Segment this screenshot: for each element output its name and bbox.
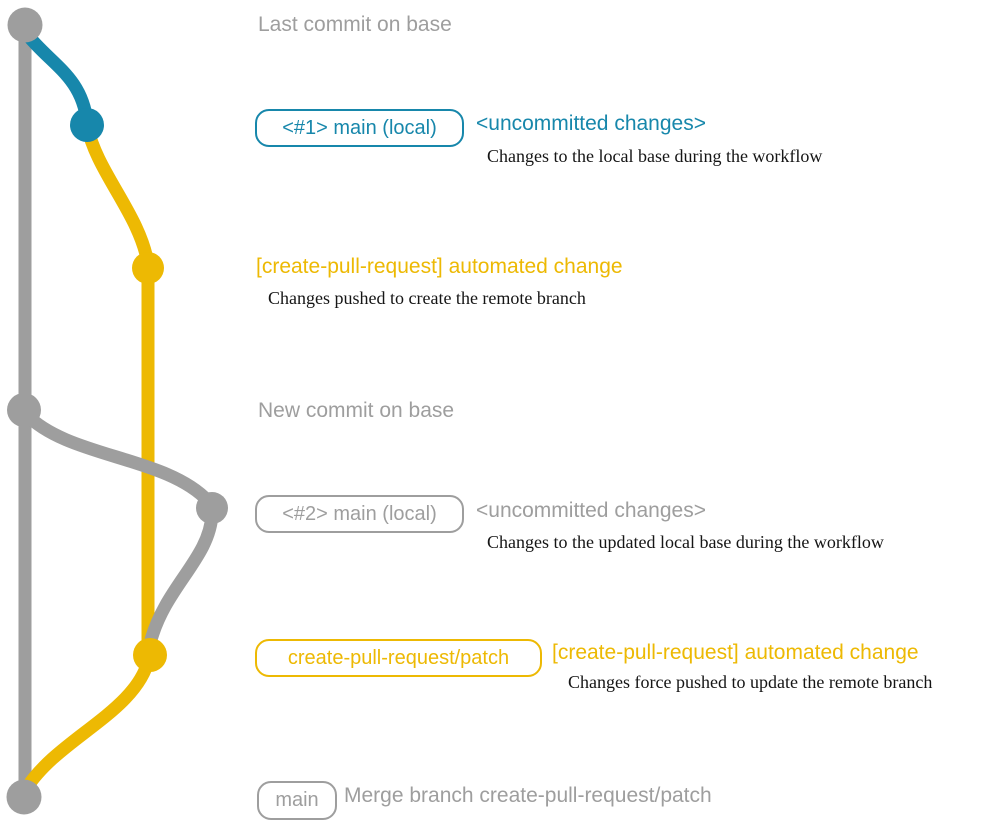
caption-local-base-changes: Changes to the local base during the wor… xyxy=(487,146,823,166)
base-update-curve-out xyxy=(19,407,215,508)
commit-node-local-1 xyxy=(70,108,104,142)
heading-uncommitted-changes-2: <uncommitted changes> xyxy=(476,499,706,522)
heading-uncommitted-changes-1: <uncommitted changes> xyxy=(476,112,706,135)
label-merge-branch: Merge branch create-pull-request/patch xyxy=(344,784,712,807)
commit-node-last-base xyxy=(7,7,43,43)
badge-main-label: main xyxy=(275,789,319,811)
commit-node-merge xyxy=(6,779,42,815)
badge-patch-branch-label: create-pull-request/patch xyxy=(287,646,510,669)
local-main-branch-curve xyxy=(19,26,94,129)
caption-force-pushed-update-branch: Changes force pushed to update the remot… xyxy=(568,672,933,692)
commit-graph xyxy=(6,7,228,815)
caption-pushed-create-branch: Changes pushed to create the remote bran… xyxy=(268,288,586,308)
badge-main-local-2: <#2> main (local) xyxy=(255,495,464,533)
badge-main-local-2-label: <#2> main (local) xyxy=(282,502,437,525)
commit-node-new-base xyxy=(7,393,41,427)
badge-patch-branch: create-pull-request/patch xyxy=(255,639,542,677)
badge-main-local-1-label: <#1> main (local) xyxy=(282,116,437,139)
commit-node-force-push xyxy=(133,638,167,672)
label-last-commit-on-base: Last commit on base xyxy=(258,13,452,36)
commit-node-local-2 xyxy=(196,492,228,524)
badge-main: main xyxy=(257,781,337,820)
heading-automated-change-2: [create-pull-request] automated change xyxy=(552,641,919,664)
base-update-curve-in xyxy=(144,507,219,647)
patch-branch-curve-top xyxy=(80,118,155,271)
heading-automated-change-1: [create-pull-request] automated change xyxy=(256,255,623,278)
caption-updated-local-base-changes: Changes to the updated local base during… xyxy=(487,532,884,552)
badge-main-local-1: <#1> main (local) xyxy=(255,109,464,147)
label-new-commit-on-base: New commit on base xyxy=(258,399,455,422)
commit-node-automated-change xyxy=(132,252,164,284)
patch-merge-curve xyxy=(19,651,156,796)
